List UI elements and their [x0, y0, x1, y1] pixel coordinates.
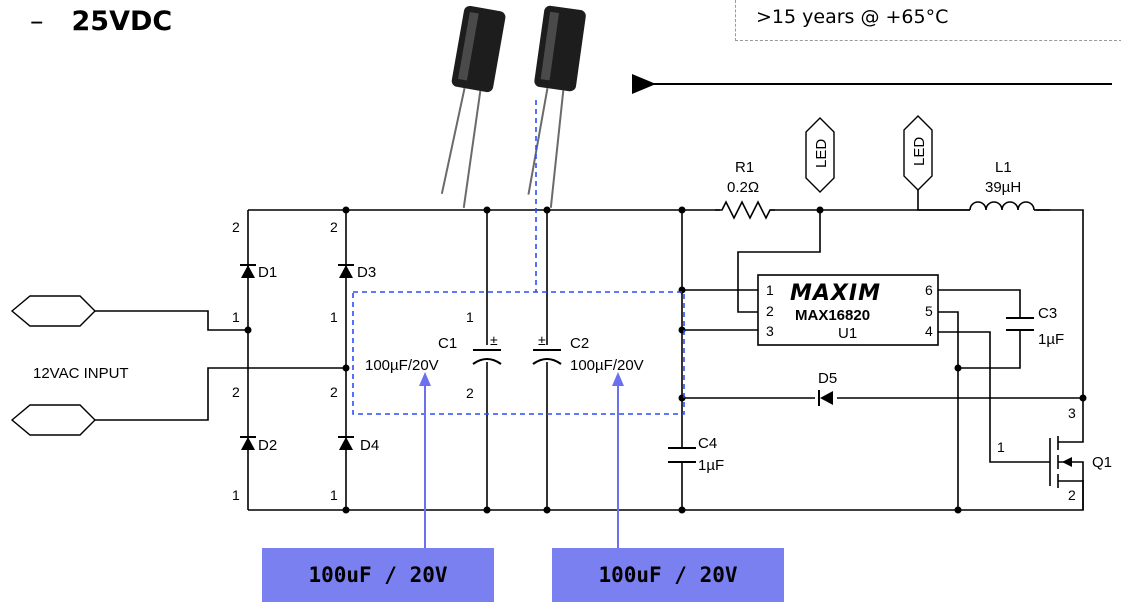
- svg-text:±: ±: [538, 332, 546, 348]
- svg-text:100µF/20V: 100µF/20V: [365, 357, 439, 374]
- svg-text:3: 3: [1068, 405, 1076, 421]
- capacitor-c1: ± C1 100µF/20V: [365, 332, 502, 374]
- resistor-r1: R1 0.2Ω: [715, 159, 775, 220]
- callout-leaders: [424, 378, 619, 548]
- ic-max16820: MAXIM MAX16820 U1 1 2 3 6 5 4: [757, 274, 939, 346]
- lifetime-note-box: >15 years @ +65°C: [735, 0, 1121, 41]
- slide-heading: –25VDC: [30, 6, 172, 37]
- junctions: [244, 206, 1087, 514]
- diode-d1: D1: [240, 264, 277, 281]
- svg-text:2: 2: [1068, 487, 1076, 503]
- svg-text:C3: C3: [1038, 305, 1057, 322]
- svg-text:2: 2: [330, 219, 338, 235]
- input-label: 12VAC INPUT: [33, 365, 129, 382]
- svg-text:2: 2: [232, 384, 240, 400]
- input-connector-bottom: [10, 404, 96, 436]
- svg-text:2: 2: [330, 384, 338, 400]
- svg-text:6: 6: [925, 282, 933, 298]
- maxim-logo: MAXIM: [790, 281, 881, 306]
- voltage-rating: 25VDC: [71, 6, 173, 37]
- svg-text:1µF: 1µF: [1038, 331, 1064, 348]
- svg-text:C2: C2: [570, 335, 589, 352]
- svg-text:5: 5: [925, 303, 933, 319]
- callout-c1-value: 100uF / 20V: [262, 548, 494, 602]
- capacitor-c3: C3 1µF: [1006, 305, 1064, 348]
- svg-text:3: 3: [766, 323, 774, 339]
- diode-d4: D4: [338, 436, 379, 454]
- svg-text:2: 2: [232, 219, 240, 235]
- capacitor-c2: ± C2 100µF/20V: [532, 332, 644, 374]
- led-connector-2: LED: [903, 115, 933, 191]
- svg-text:L1: L1: [995, 159, 1012, 176]
- input-connector-top: [10, 295, 96, 327]
- bullet-dash: –: [30, 6, 44, 37]
- svg-text:1: 1: [232, 309, 240, 325]
- svg-text:1: 1: [766, 282, 774, 298]
- svg-text:1: 1: [466, 309, 474, 325]
- callout-c2-value: 100uF / 20V: [552, 548, 784, 602]
- svg-text:2: 2: [766, 303, 774, 319]
- svg-text:1µF: 1µF: [698, 457, 724, 474]
- ic-reference: U1: [838, 325, 857, 342]
- svg-text:1: 1: [330, 309, 338, 325]
- highlight-box: [352, 100, 685, 415]
- mosfet-q1: Q1 1 3 2: [997, 398, 1112, 510]
- svg-text:D5: D5: [818, 370, 837, 387]
- svg-text:4: 4: [925, 323, 933, 339]
- svg-text:LED: LED: [813, 139, 830, 168]
- inductor-l1: L1 39µH: [969, 159, 1050, 214]
- svg-text:100µF/20V: 100µF/20V: [570, 357, 644, 374]
- svg-text:0.2Ω: 0.2Ω: [727, 179, 759, 196]
- svg-text:C1: C1: [438, 335, 457, 352]
- lifetime-note-text: >15 years @ +65°C: [756, 6, 949, 28]
- svg-text:D2: D2: [258, 437, 277, 454]
- diode-d2: D2: [240, 436, 277, 454]
- svg-text:2: 2: [466, 385, 474, 401]
- diode-d5: D5: [815, 370, 837, 406]
- svg-text:1: 1: [997, 439, 1005, 455]
- svg-text:±: ±: [490, 332, 498, 348]
- ic-part-number: MAX16820: [795, 307, 870, 324]
- svg-text:D3: D3: [357, 264, 376, 281]
- svg-text:C4: C4: [698, 435, 717, 452]
- svg-text:39µH: 39µH: [985, 179, 1021, 196]
- led-connector-1: LED: [805, 117, 835, 193]
- svg-text:LED: LED: [911, 137, 928, 166]
- svg-text:1: 1: [232, 487, 240, 503]
- svg-text:D4: D4: [360, 437, 379, 454]
- svg-text:1: 1: [330, 487, 338, 503]
- diode-d3: D3: [338, 264, 376, 281]
- capacitor-c4: C4 1µF: [668, 435, 724, 474]
- capacitor-photo: [440, 5, 586, 209]
- svg-text:Q1: Q1: [1092, 454, 1112, 471]
- svg-text:R1: R1: [735, 159, 754, 176]
- callout-arrowheads: [419, 372, 624, 386]
- svg-text:D1: D1: [258, 264, 277, 281]
- bridge-pin-labels: 2 2 1 1 2 2 1 1 1 2: [232, 219, 474, 503]
